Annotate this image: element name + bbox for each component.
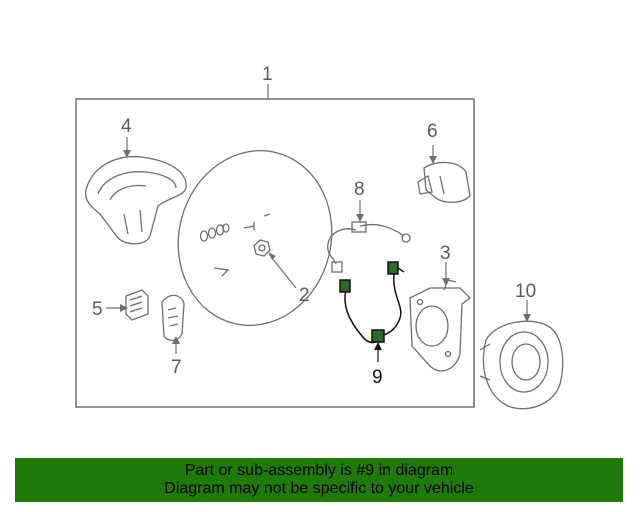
arrow-4 [123,150,131,158]
assembly-frame [75,98,475,408]
arrow-10 [523,314,531,322]
callout-4[interactable]: 4 [121,116,132,137]
arrow-6 [429,156,437,164]
arrow-8 [356,214,364,222]
callout-10[interactable]: 10 [515,281,536,302]
part-9-harness[interactable] [339,261,405,344]
parts-diagram: 1 4 2 5 7 [75,64,564,410]
leader-2 [271,257,297,289]
callout-2[interactable]: 2 [299,285,310,306]
callout-1[interactable]: 1 [262,64,273,85]
banner-line-1: Part or sub-assembly is #9 in diagram [184,462,454,479]
arrow-2 [268,252,276,260]
callout-6[interactable]: 6 [427,121,438,142]
part-4-shroud[interactable] [84,155,187,245]
info-banner: Part or sub-assembly is #9 in diagram Di… [15,458,623,502]
part-3-plate[interactable] [409,279,471,372]
callout-7[interactable]: 7 [171,357,182,378]
arrow-9 [374,342,382,350]
part-10-airbag[interactable] [479,320,564,410]
callout-5[interactable]: 5 [92,299,103,320]
steering-wheel-disc[interactable] [160,134,350,342]
arrow-3 [442,278,450,286]
callout-8[interactable]: 8 [354,179,365,200]
part-7-bezel[interactable] [161,294,185,341]
part-6-cover[interactable] [417,161,471,203]
part-2-nut[interactable] [253,239,271,257]
callout-9[interactable]: 9 [372,367,383,388]
arrow-7 [172,336,180,344]
part-5-switch[interactable] [125,289,149,321]
callout-3[interactable]: 3 [440,243,451,264]
part-8-harness[interactable] [327,221,411,273]
arrow-5 [120,304,128,312]
banner-line-2: Diagram may not be specific to your vehi… [164,480,474,497]
